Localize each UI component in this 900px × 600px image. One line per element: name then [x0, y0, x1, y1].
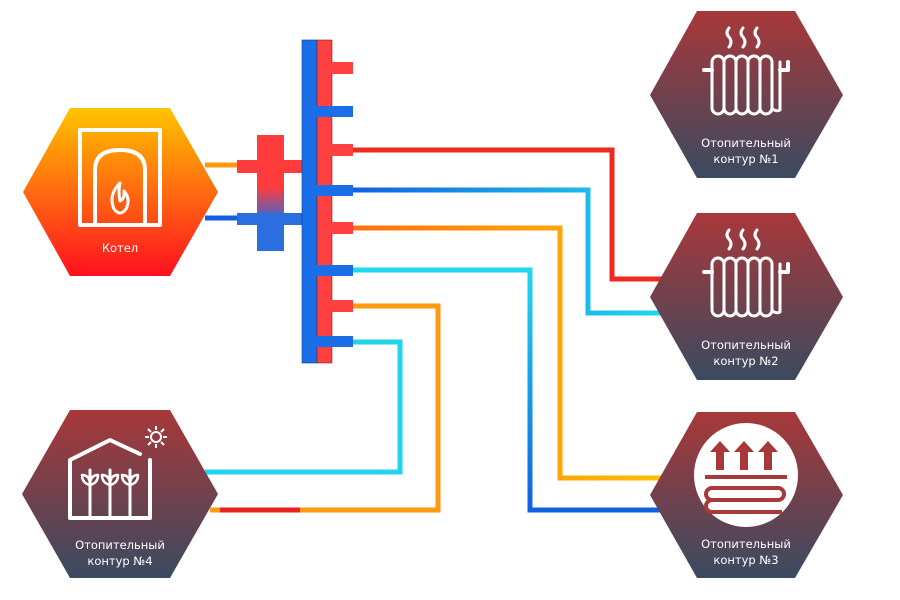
- pipe-supply-4: [210, 303, 441, 513]
- boiler-icon: [78, 128, 162, 227]
- circuit-3-node[interactable]: Отопительный контур №3: [650, 412, 843, 578]
- boiler-label: Котел: [102, 241, 138, 255]
- circuit-4-label-line1: Отопительный: [75, 538, 165, 552]
- radiator-icon: [702, 26, 790, 116]
- greenhouse-icon: [68, 438, 152, 520]
- circuit-3-label-line2: контур №3: [713, 553, 778, 567]
- circuit-2-node[interactable]: Отопительный контур №2: [650, 213, 843, 380]
- pipe-return-4: [205, 339, 403, 475]
- sun-icon: [145, 426, 167, 448]
- pipe-return-3: [350, 267, 664, 513]
- circuit-1-label-line1: Отопительный: [701, 136, 791, 150]
- hydraulic-separator: [237, 135, 318, 251]
- pipe-return-2: [350, 187, 664, 316]
- circuit-2-label-line2: контур №2: [713, 354, 778, 368]
- manifold: [301, 39, 353, 364]
- circuit-2-label-line1: Отопительный: [701, 338, 791, 352]
- circuit-1-node[interactable]: Отопительный контур №1: [650, 11, 843, 178]
- circuit-3-label-line1: Отопительный: [701, 537, 791, 551]
- circuit-1-label-line2: контур №1: [713, 152, 778, 166]
- pipes: [205, 65, 664, 513]
- radiator-icon: [702, 228, 790, 318]
- boiler-node[interactable]: Котел: [23, 108, 218, 276]
- circuit-4-node[interactable]: Отопительный контур №4: [22, 410, 218, 578]
- circuit-4-label-line2: контур №4: [87, 554, 152, 568]
- pipe-supply-3: [350, 225, 664, 481]
- pipe-supply-2: [350, 147, 664, 282]
- floor-heating-icon: [694, 423, 798, 527]
